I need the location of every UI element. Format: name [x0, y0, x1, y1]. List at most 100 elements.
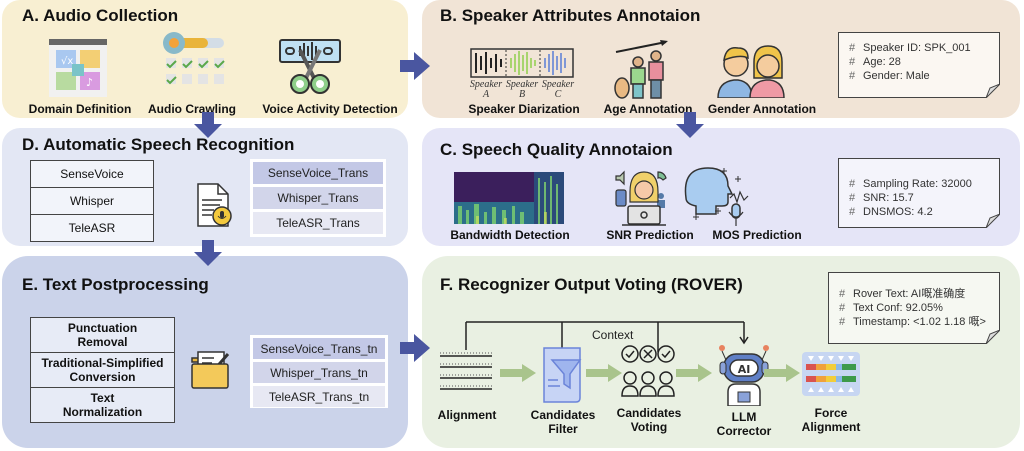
diarization-waveform-icon: [470, 48, 574, 78]
speaker-b-id: B: [518, 89, 526, 100]
stage-line: Alignment: [801, 420, 861, 434]
normalized-transcripts: SenseVoice_Trans_tn Whisper_Trans_tn Tel…: [250, 335, 388, 408]
rover-text-value: Rover Text: AI嘅准确度: [853, 288, 966, 300]
stage-line: Alignment: [437, 408, 497, 422]
spider-crawler-icon: [163, 32, 225, 85]
timestamp-value: Timestamp: <1.02 1.18 嘅>: [853, 316, 986, 328]
stage-force-alignment: Force Alignment: [796, 406, 866, 434]
note-row: #Gender: Male: [849, 70, 930, 82]
panel-e-title: E. Text Postprocessing: [22, 275, 209, 294]
speaker-id-value: Speaker ID: SPK_001: [863, 42, 971, 54]
panel-b-title: B. Speaker Attributes Annotaion: [440, 6, 701, 25]
stage-line: Corrector: [716, 424, 772, 438]
rover-result-note: #Rover Text: AI嘅准确度 #Text Conf: 92.05% #…: [828, 272, 1000, 344]
force-alignment-icon: [802, 352, 860, 396]
speaker-b-name: Speaker: [505, 79, 539, 90]
stage-line: Filter: [548, 422, 578, 436]
aligned-lines-icon: [440, 352, 492, 390]
asr-transcripts: SenseVoice_Trans Whisper_Trans TeleASR_T…: [250, 159, 386, 237]
stage-llm-corrector: LLM Corrector: [712, 410, 776, 438]
label-audio-crawling: Audio Crawling: [148, 102, 236, 116]
step-line: Punctuation: [67, 321, 138, 335]
step-line: Normalization: [62, 404, 143, 419]
transcript-mic-icon: [197, 183, 232, 227]
step-line: Traditional-Simplified: [41, 356, 164, 370]
panel-d-title: D. Automatic Speech Recognition: [22, 135, 295, 154]
context-label: Context: [592, 328, 634, 342]
speaker-c-name: Speaker: [541, 79, 575, 90]
transcript-teleasr: TeleASR_Trans: [253, 212, 383, 234]
label-speaker-diarization: Speaker Diarization: [468, 102, 580, 116]
panel-f-title: F. Recognizer Output Voting (ROVER): [440, 275, 743, 294]
spectrogram-icon: [454, 172, 564, 224]
note-row: #Age: 28: [849, 56, 901, 68]
label-gender-annotation: Gender Annotation: [707, 102, 817, 116]
svg-text:√x: √x: [61, 56, 73, 67]
gender-value: Gender: Male: [863, 70, 930, 82]
snr-value: SNR: 15.7: [863, 192, 914, 204]
speaker-a-name: Speaker: [469, 79, 503, 90]
sampling-rate-value: Sampling Rate: 32000: [863, 178, 972, 190]
text-conf-value: Text Conf: 92.05%: [853, 302, 943, 314]
speaking-head-mic-icon: [684, 167, 749, 226]
speaker-label-b: Speaker B: [504, 80, 540, 100]
note-row: #Timestamp: <1.02 1.18 嘅>: [839, 316, 986, 328]
normalized-whisper: Whisper_Trans_tn: [253, 362, 385, 383]
note-row: #Text Conf: 92.05%: [839, 302, 943, 314]
stage-line: LLM: [731, 410, 757, 424]
page-fold-icon: [986, 214, 1000, 228]
rover-arrow-1: [500, 364, 536, 382]
folder-edit-icon: [191, 351, 230, 389]
rover-arrow-2: [586, 364, 622, 382]
label-bandwidth-detection: Bandwidth Detection: [450, 228, 570, 242]
speaker-label-a: Speaker A: [468, 80, 504, 100]
note-row: #Rover Text: AI嘅准确度: [839, 288, 966, 300]
svg-text:AI: AI: [738, 363, 751, 376]
stage-alignment: Alignment: [436, 408, 498, 422]
note-row: #Sampling Rate: 32000: [849, 178, 972, 190]
stage-candidates-filter: Candidates Filter: [530, 408, 596, 436]
flow-arrow-a-to-d: [194, 112, 222, 138]
age-value: Age: 28: [863, 56, 901, 68]
step-line: Conversion: [69, 370, 136, 384]
asr-model-teleasr: TeleASR: [68, 221, 116, 235]
page-fold-icon: [986, 330, 1000, 344]
flow-arrow-b-to-c: [676, 112, 704, 138]
flow-arrow-d-to-e: [194, 240, 222, 266]
speaker-attributes-note: #Speaker ID: SPK_001 #Age: 28 #Gender: M…: [838, 32, 1000, 98]
noisy-person-icon: [615, 170, 667, 226]
couple-icon: [717, 45, 785, 98]
normalized-sensevoice: SenseVoice_Trans_tn: [253, 338, 385, 359]
step-line: Text: [90, 390, 115, 405]
panel-a-title: A. Audio Collection: [22, 6, 179, 25]
ai-robot-icon: AI: [719, 345, 769, 406]
speaker-c-id: C: [554, 89, 562, 100]
label-voice-activity-detection: Voice Activity Detection: [262, 102, 398, 116]
voting-people-icon: [621, 345, 675, 397]
domain-grid-icon: √x ♪: [49, 39, 107, 97]
stage-candidates-voting: Candidates Voting: [616, 406, 682, 434]
flow-arrow-e-to-f: [400, 334, 430, 362]
speaker-label-c: Speaker C: [540, 80, 576, 100]
dnsmos-value: DNSMOS: 4.2: [863, 206, 933, 218]
normalized-teleasr: TeleASR_Trans_tn: [253, 386, 385, 407]
stage-line: Force: [814, 406, 848, 420]
stage-line: Candidates: [530, 408, 596, 422]
label-age-annotation: Age Annotation: [603, 102, 693, 116]
panel-c-title: C. Speech Quality Annotaion: [440, 140, 673, 159]
step-line: Removal: [77, 335, 128, 349]
rover-arrow-3: [676, 364, 712, 382]
speech-quality-note: #Sampling Rate: 32000 #SNR: 15.7 #DNSMOS…: [838, 158, 1000, 228]
label-domain-definition: Domain Definition: [28, 102, 132, 116]
label-snr-prediction: SNR Prediction: [606, 228, 694, 242]
speaker-a-id: A: [482, 89, 490, 100]
svg-text:♪: ♪: [86, 76, 93, 89]
asr-model-whisper: Whisper: [31, 188, 153, 215]
note-row: #DNSMOS: 4.2: [849, 206, 933, 218]
flow-arrow-a-to-b: [400, 52, 430, 80]
age-growth-icon: [614, 40, 668, 99]
